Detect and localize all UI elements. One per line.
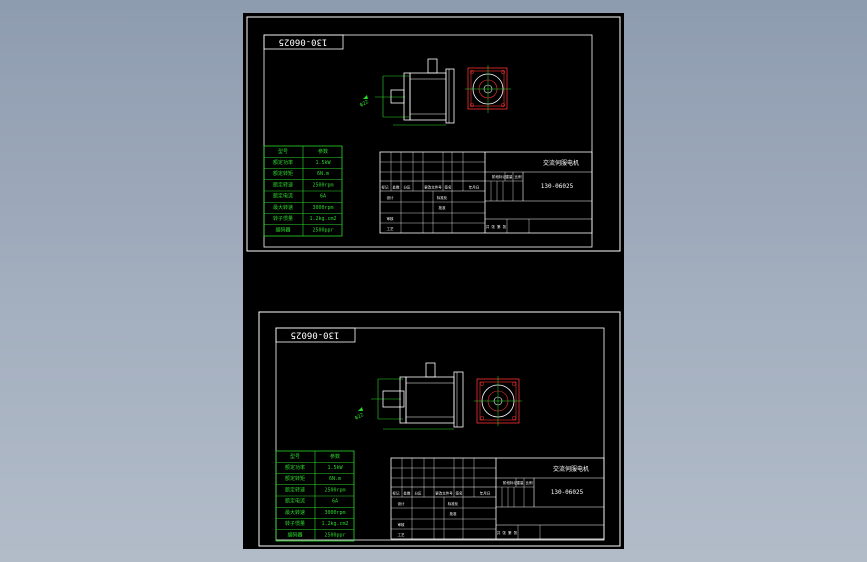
spec-cell: 型号 bbox=[290, 453, 300, 460]
spec-cell: 2500rpm bbox=[312, 183, 333, 189]
title-cell: 重量 bbox=[506, 174, 514, 179]
svg-text:Φ22: Φ22 bbox=[359, 99, 370, 109]
spec-cell: 编码器 bbox=[287, 532, 302, 539]
spec-cell: 编码器 bbox=[275, 227, 290, 234]
spec-cell: 额定转矩 bbox=[273, 170, 293, 177]
title-cell: 共 张 第 张 bbox=[486, 224, 507, 229]
title-cell: 比例 bbox=[526, 480, 534, 485]
spec-cell: 额定转速 bbox=[285, 487, 305, 494]
spec-table: 型号 参数 额定功率 1.5kW 额定转矩 6N.m 额定转速 2500rpm … bbox=[263, 145, 343, 237]
sheet-outer-frame bbox=[258, 311, 621, 547]
spec-cell: 转子惯量 bbox=[273, 215, 293, 222]
sheet-outer-frame bbox=[246, 16, 621, 252]
spec-cell: 额定转速 bbox=[273, 182, 293, 189]
model-tag-box bbox=[263, 34, 344, 50]
drawing-number: 130-06025 bbox=[551, 489, 584, 496]
spec-cell: 1.5kW bbox=[327, 465, 343, 471]
rev-label: 处数 bbox=[404, 491, 412, 496]
title-cell: 标准化 bbox=[437, 195, 448, 200]
spec-cell: 3000rpm bbox=[312, 205, 333, 211]
title-cell: 批准 bbox=[439, 205, 447, 210]
drawing-number: 130-06025 bbox=[541, 183, 574, 190]
role-label: 工艺 bbox=[398, 532, 406, 537]
title-block: 交流伺服电机 130-06025 标记 处数 分区 更改文件号 签名 年月日 设… bbox=[390, 457, 605, 540]
role-label: 审核 bbox=[387, 216, 395, 221]
title-cell: 阶段标记 bbox=[492, 174, 506, 179]
model-tag: 130-06025 bbox=[291, 330, 340, 340]
sheet-2-svg: 130-06025 Φ22 bbox=[258, 311, 621, 547]
model-tag-box bbox=[275, 327, 356, 343]
title-cell: 批准 bbox=[450, 511, 458, 516]
motor-front-view bbox=[465, 65, 511, 113]
drawing-sheet-1: 130-06025 Φ22 bbox=[243, 13, 624, 281]
model-tag: 130-06025 bbox=[279, 37, 328, 47]
rev-label: 更改文件号 bbox=[435, 491, 453, 496]
spec-cell: 2500ppr bbox=[312, 228, 333, 234]
spec-cell: 最大转速 bbox=[285, 509, 305, 516]
spec-cell: 参数 bbox=[330, 453, 340, 460]
spec-cell: 6N.m bbox=[317, 171, 329, 177]
title-cell: 重量 bbox=[517, 480, 525, 485]
motor-shaft bbox=[382, 390, 405, 408]
spec-cell: 转子惯量 bbox=[285, 520, 305, 527]
spec-cell: 额定电流 bbox=[285, 498, 305, 505]
motor-connector bbox=[425, 362, 436, 378]
rev-label: 标记 bbox=[382, 185, 390, 190]
motor-flange bbox=[403, 72, 411, 121]
role-label: 审核 bbox=[398, 522, 406, 527]
motor-side-view: Φ22 bbox=[354, 362, 464, 430]
spec-cell: 额定电流 bbox=[273, 193, 293, 200]
spec-table: 型号 参数 额定功率 1.5kW 额定转矩 6N.m 额定转速 2500rpm … bbox=[275, 450, 355, 542]
encoder-cover bbox=[445, 68, 455, 124]
spec-cell: 6A bbox=[332, 499, 338, 505]
rev-label: 标记 bbox=[393, 491, 401, 496]
product-name: 交流伺服电机 bbox=[543, 159, 579, 167]
motor-flange bbox=[399, 376, 407, 424]
spec-cell: 参数 bbox=[318, 148, 328, 155]
spec-cell: 型号 bbox=[278, 148, 288, 155]
motor-shaft bbox=[390, 89, 405, 104]
title-cell: 比例 bbox=[515, 174, 523, 179]
spec-cell: 额定转矩 bbox=[285, 475, 305, 482]
rev-label: 分区 bbox=[415, 491, 423, 496]
motor-side-view: Φ22 bbox=[359, 58, 455, 126]
drawing-sheet-2: 130-06025 Φ22 bbox=[243, 281, 624, 549]
spec-cell: 6A bbox=[320, 194, 326, 200]
title-block: 交流伺服电机 130-06025 标记 处数 分区 更改文件号 签名 年月日 设… bbox=[379, 151, 593, 234]
rev-label: 签名 bbox=[445, 185, 452, 190]
encoder-cover bbox=[453, 371, 464, 428]
motor-front-view bbox=[474, 376, 522, 426]
rev-label: 分区 bbox=[404, 185, 412, 190]
spec-cell: 1.2kg.cm2 bbox=[309, 216, 336, 222]
role-label: 设计 bbox=[387, 195, 395, 200]
rev-label: 处数 bbox=[393, 185, 401, 190]
role-label: 设计 bbox=[398, 501, 406, 506]
spec-cell: 1.5kW bbox=[315, 160, 331, 166]
title-cell: 标准化 bbox=[448, 501, 459, 506]
title-cell: 共 张 第 张 bbox=[497, 530, 518, 535]
motor-body bbox=[405, 376, 455, 424]
spec-cell: 3000rpm bbox=[324, 510, 345, 516]
svg-text:Φ22: Φ22 bbox=[354, 412, 365, 422]
rev-label: 年月日 bbox=[480, 491, 491, 496]
motor-body bbox=[409, 72, 447, 121]
title-cell: 阶段标记 bbox=[503, 480, 517, 485]
spec-cell: 2500ppr bbox=[324, 533, 345, 539]
role-label: 工艺 bbox=[387, 226, 395, 231]
spec-cell: 1.2kg.cm2 bbox=[321, 521, 348, 527]
spec-cell: 额定功率 bbox=[273, 159, 293, 166]
rev-label: 年月日 bbox=[469, 185, 480, 190]
sheet-1-svg: 130-06025 Φ22 bbox=[246, 16, 621, 252]
motor-connector bbox=[427, 58, 438, 74]
spec-cell: 6N.m bbox=[329, 476, 341, 482]
sheet-inner-frame bbox=[275, 327, 605, 541]
product-name: 交流伺服电机 bbox=[553, 465, 589, 473]
spec-cell: 2500rpm bbox=[324, 488, 345, 494]
spec-cell: 额定功率 bbox=[285, 464, 305, 471]
rev-label: 签名 bbox=[456, 491, 463, 496]
cad-viewport[interactable]: 130-06025 Φ22 bbox=[243, 13, 624, 549]
rev-label: 更改文件号 bbox=[424, 185, 442, 190]
spec-cell: 最大转速 bbox=[273, 204, 293, 211]
sheet-inner-frame bbox=[263, 34, 593, 248]
